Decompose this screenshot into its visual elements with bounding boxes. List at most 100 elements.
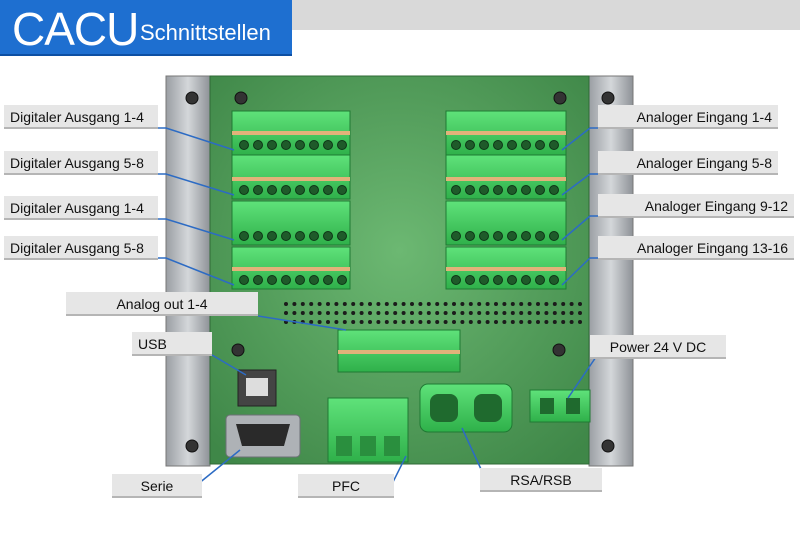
vent-hole	[384, 320, 389, 324]
terminal-hole	[267, 231, 277, 241]
vent-hole	[485, 320, 490, 324]
terminal-hole	[507, 275, 517, 285]
vent-hole	[359, 311, 364, 315]
vent-hole	[426, 311, 431, 315]
vent-hole	[527, 320, 532, 324]
vent-hole	[401, 302, 406, 306]
vent-hole	[300, 302, 305, 306]
vent-hole	[418, 302, 423, 306]
vent-hole	[284, 311, 288, 315]
terminal-hole	[507, 231, 517, 241]
terminal-hole	[549, 275, 559, 285]
vent-hole	[326, 311, 330, 315]
terminal-hole	[281, 140, 291, 150]
terminal-hole	[309, 231, 319, 241]
label-usb: USB	[132, 332, 212, 356]
vent-hole	[426, 320, 431, 324]
terminal-hole	[465, 275, 475, 285]
vent-hole	[544, 320, 549, 324]
label-analog-out-1-4: Analog out 1-4	[66, 292, 258, 316]
vent-hole	[342, 311, 347, 315]
label-analog-in-9-12: Analoger Eingang 9-12	[598, 194, 794, 218]
vent-hole	[300, 311, 305, 315]
terminal-hole	[281, 185, 291, 195]
right-mounting-rail	[588, 75, 634, 467]
terminal-hole	[337, 231, 347, 241]
terminal-hole	[295, 140, 305, 150]
vent-hole	[452, 311, 456, 315]
label-pfc: PFC	[298, 474, 394, 498]
label-digital-out-5-8: Digitaler Ausgang 5-8	[4, 151, 158, 175]
terminal-hole	[323, 185, 333, 195]
vent-hole	[334, 302, 339, 306]
terminal-hole	[535, 275, 545, 285]
terminal-hole	[493, 231, 503, 241]
vent-hole	[510, 311, 515, 315]
vent-hole	[569, 320, 574, 324]
vent-hole	[452, 302, 456, 306]
terminal-hole	[493, 140, 503, 150]
terminal-hole	[451, 275, 461, 285]
vent-hole	[452, 320, 456, 324]
terminal-hole	[239, 231, 249, 241]
vent-hole	[393, 320, 398, 324]
terminal-hole	[521, 185, 531, 195]
terminal-hole	[549, 231, 559, 241]
terminal-hole	[493, 185, 503, 195]
terminal-hole	[465, 140, 475, 150]
ventilation-holes	[284, 302, 582, 324]
vent-hole	[460, 320, 465, 324]
terminal-hole	[507, 140, 517, 150]
terminal-hole	[535, 140, 545, 150]
terminal-hole	[281, 231, 291, 241]
vent-hole	[578, 302, 582, 306]
vent-hole	[368, 311, 372, 315]
terminal-hole	[253, 231, 263, 241]
vent-hole	[527, 311, 532, 315]
leader-lines	[158, 127, 598, 485]
screws	[185, 91, 615, 453]
vent-hole	[418, 311, 423, 315]
vent-hole	[334, 311, 339, 315]
terminal-hole	[465, 185, 475, 195]
vent-hole	[494, 302, 498, 306]
vent-hole	[317, 311, 322, 315]
terminal-hole	[535, 185, 545, 195]
terminal-hole	[267, 185, 277, 195]
vent-hole	[401, 311, 406, 315]
vent-hole	[468, 311, 473, 315]
vent-hole	[468, 320, 473, 324]
vent-hole	[569, 302, 574, 306]
vent-hole	[569, 311, 574, 315]
terminal-hole	[295, 185, 305, 195]
vent-hole	[410, 302, 414, 306]
vent-hole	[292, 302, 297, 306]
terminal-hole	[451, 231, 461, 241]
label-rsa-rsb: RSA/RSB	[480, 468, 602, 492]
vent-hole	[544, 311, 549, 315]
vent-hole	[561, 302, 566, 306]
vent-hole	[351, 320, 356, 324]
terminal-hole	[337, 275, 347, 285]
terminal-hole	[267, 140, 277, 150]
vent-hole	[410, 311, 414, 315]
vent-hole	[552, 311, 557, 315]
terminal-hole	[253, 275, 263, 285]
vent-hole	[384, 302, 389, 306]
vent-hole	[284, 302, 288, 306]
vent-hole	[519, 302, 524, 306]
label-analog-in-1-4: Analoger Eingang 1-4	[598, 105, 778, 129]
vent-hole	[460, 302, 465, 306]
vent-hole	[536, 302, 540, 306]
vent-hole	[519, 311, 524, 315]
vent-hole	[368, 302, 372, 306]
terminal-hole	[479, 140, 489, 150]
label-digital-out-1-4: Digitaler Ausgang 1-4	[4, 105, 158, 129]
vent-hole	[426, 302, 431, 306]
terminal-hole	[309, 185, 319, 195]
terminal-hole	[253, 185, 263, 195]
vent-hole	[376, 320, 381, 324]
terminal-hole	[323, 231, 333, 241]
terminal-hole	[267, 275, 277, 285]
terminal-hole	[337, 140, 347, 150]
